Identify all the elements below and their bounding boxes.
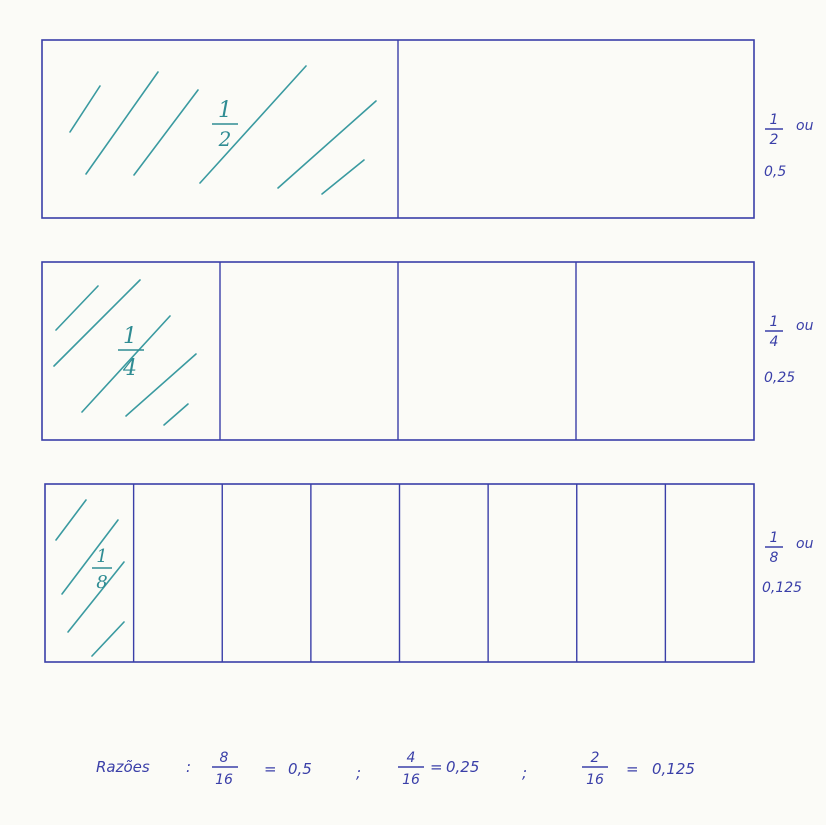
bar-eighths: 1 8 [44, 483, 755, 663]
bar-quarters-numerator: 1 [123, 324, 137, 349]
bar-eighths-hatching [55, 499, 125, 657]
side-eighths-decimal: 0,125 [762, 580, 802, 596]
side-halves-denominator: 2 [770, 132, 779, 148]
side-quarters-word: ou [796, 318, 814, 334]
ratios-line: Razões : 8 16 = 0,5 ; 4 16 = 0,25 ; 2 16… [96, 750, 695, 788]
side-label-quarters: 1 4 ou 0,25 [764, 314, 814, 386]
side-quarters-denominator: 4 [770, 334, 779, 350]
ratio-1-equals: = [264, 760, 277, 778]
side-eighths-word: ou [796, 536, 814, 552]
bar-quarters-fraction-label: 1 4 [118, 324, 144, 381]
ratio-1-denominator: 16 [215, 772, 233, 788]
ratio-2-equals: = [430, 758, 443, 776]
ratios-separator-1: ; [356, 764, 361, 782]
ratio-2-numerator: 4 [407, 750, 416, 766]
bar-eighths-dividers [132, 484, 667, 662]
ratio-2-value: 0,25 [446, 758, 479, 776]
bar-halves: 1 2 [41, 39, 755, 219]
side-quarters-decimal: 0,25 [764, 370, 795, 386]
side-quarters-numerator: 1 [770, 314, 779, 330]
side-eighths-numerator: 1 [770, 530, 779, 546]
bar-quarters-dividers [219, 262, 577, 440]
bar-halves-fraction-label: 1 2 [212, 98, 238, 151]
ratio-item-2: 4 16 = 0,25 [398, 750, 479, 788]
ratio-2-denominator: 16 [402, 772, 420, 788]
bar-quarters-hatching [53, 279, 197, 426]
side-label-halves: 1 2 ou 0,5 [764, 112, 814, 180]
bar-eighths-fraction-label: 1 8 [92, 546, 112, 593]
ratio-3-numerator: 2 [591, 750, 600, 766]
bar-halves-denominator: 2 [218, 127, 232, 151]
side-halves-word: ou [796, 118, 814, 134]
ratios-separator-2: ; [522, 764, 527, 782]
ratios-colon: : [186, 758, 191, 776]
ratio-item-3: 2 16 = 0,125 [582, 750, 695, 788]
bar-eighths-denominator: 8 [96, 572, 107, 593]
ratio-1-value: 0,5 [288, 760, 312, 778]
side-halves-numerator: 1 [770, 112, 779, 128]
ratio-3-equals: = [626, 760, 639, 778]
ratio-3-value: 0,125 [652, 760, 695, 778]
ratio-3-denominator: 16 [586, 772, 604, 788]
bar-eighths-numerator: 1 [96, 546, 107, 567]
bar-halves-numerator: 1 [218, 98, 232, 123]
ratio-item-1: 8 16 = 0,5 [212, 750, 312, 788]
side-halves-decimal: 0,5 [764, 164, 786, 180]
bar-quarters: 1 4 [41, 261, 755, 441]
ratios-label: Razões [96, 758, 150, 776]
bar-quarters-denominator: 4 [122, 356, 137, 381]
ratio-1-numerator: 8 [220, 750, 229, 766]
side-label-eighths: 1 8 ou 0,125 [762, 530, 814, 596]
side-eighths-denominator: 8 [770, 550, 779, 566]
bar-halves-hatching [69, 65, 377, 195]
